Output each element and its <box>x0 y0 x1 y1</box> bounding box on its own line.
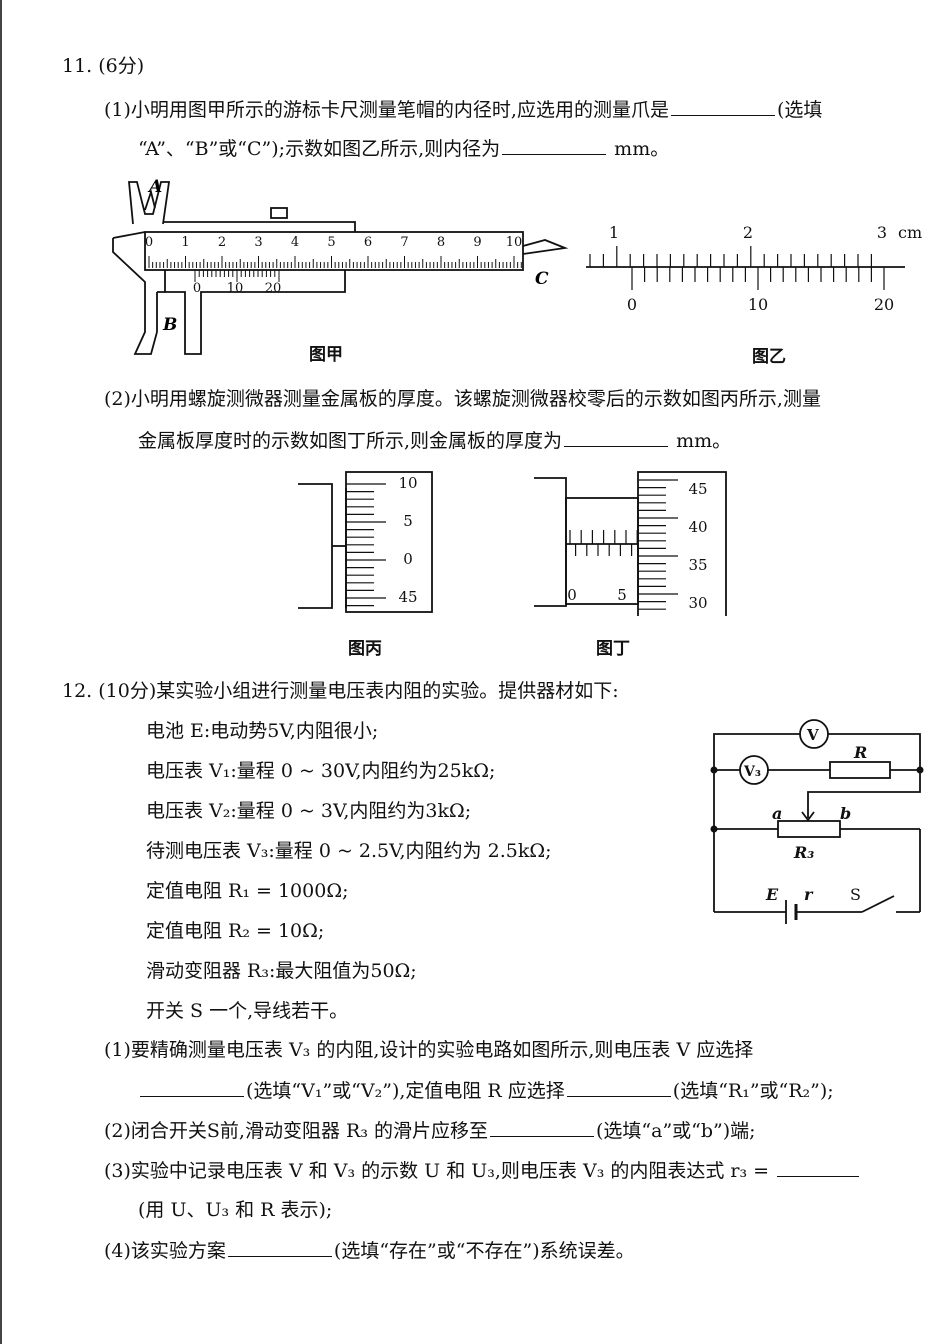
thimble-number: 40 <box>688 518 707 536</box>
answer-blank-voltmeter[interactable] <box>140 1078 244 1097</box>
q12-item-r3: 滑动变阻器 R₃:最大阻值为50Ω; <box>146 960 417 982</box>
circuit-diagram: V V₃ R a b R₃ E r S <box>710 719 924 924</box>
thimble-number: 5 <box>403 512 413 530</box>
voltmeter-v-label: V <box>806 726 819 744</box>
unit-cm-label: cm <box>898 223 922 242</box>
q11-part1-line1: (1)小明用图甲所示的游标卡尺测量笔帽的内径时,应选用的测量爪是(选填 <box>104 97 823 121</box>
q12-item-switch: 开关 S 一个,导线若干。 <box>146 1000 349 1022</box>
main-scale-number: 8 <box>437 235 445 250</box>
main-scale-number: 3 <box>254 235 262 250</box>
answer-blank-error[interactable] <box>227 1238 332 1257</box>
q12-item-v2: 电压表 V₂:量程 0 ~ 3V,内阻约为3kΩ; <box>146 800 472 822</box>
vernier-caliper-figure: 0 1 2 3 4 5 6 7 8 9 10 0 10 20 A B C <box>112 177 569 355</box>
q12-item-r2: 定值电阻 R₂ = 10Ω; <box>146 920 325 942</box>
main-scale-number: 6 <box>364 235 372 250</box>
micrometer-reading-figure: 45 40 35 30 0 5 <box>534 471 727 616</box>
answer-blank-resistor[interactable] <box>566 1078 671 1097</box>
terminal-a-label: a <box>772 804 782 823</box>
jaw-label-b: B <box>162 315 177 335</box>
thimble-number: 0 <box>403 550 413 568</box>
q12-item-r1: 定值电阻 R₁ = 1000Ω; <box>146 880 349 902</box>
vernier-scale-number: 10 <box>227 281 244 296</box>
q12-item-battery: 电池 E:电动势5V,内阻很小; <box>146 720 379 742</box>
q11-header: 11. (6分) <box>62 55 145 77</box>
battery-e-label: E <box>765 885 779 904</box>
answer-blank-expression[interactable] <box>777 1158 860 1177</box>
resistor-r-label: R <box>853 743 867 762</box>
vernier-scale-number: 0 <box>627 295 637 314</box>
thimble-number: 10 <box>398 474 417 492</box>
vernier-reading-figure: 1 2 3 0 10 20 cm <box>586 223 922 314</box>
vernier-scale-number: 20 <box>265 281 282 296</box>
vernier-scale-number: 10 <box>748 295 768 314</box>
terminal-b-label: b <box>840 804 851 823</box>
q12-header: 12. (10分)某实验小组进行测量电压表内阻的实验。提供器材如下: <box>62 680 619 702</box>
jaw-label-a: A <box>147 177 162 197</box>
switch-s-label: S <box>850 885 861 904</box>
q12-sub3-line2: (用 U、U₃ 和 R 表示); <box>138 1199 333 1221</box>
vernier-scale-number: 0 <box>193 281 201 296</box>
q12-sub1-line1: (1)要精确测量电压表 V₃ 的内阻,设计的实验电路如图所示,则电压表 V 应选… <box>104 1039 754 1061</box>
q12-sub1-line2: (选填“V₁”或“V₂”),定值电阻 R 应选择(选填“R₁”或“R₂”); <box>138 1078 834 1103</box>
answer-blank-slider[interactable] <box>489 1118 594 1137</box>
caption-fig-bing: 图丙 <box>348 639 382 659</box>
thimble-number: 45 <box>688 480 707 498</box>
q11-part2-line2: 金属板厚度时的示数如图丁所示,则金属板的厚度为 mm。 <box>138 428 732 452</box>
main-scale-number: 1 <box>609 223 619 242</box>
q12-item-v1: 电压表 V₁:量程 0 ~ 30V,内阻约为25kΩ; <box>146 760 496 782</box>
main-scale-number: 1 <box>181 235 189 250</box>
rheostat-r3-label: R₃ <box>793 843 814 862</box>
q11-part1-line2: “A”、“B”或“C”);示数如图乙所示,则内径为 mm。 <box>138 136 670 160</box>
q12-sub2: (2)闭合开关S前,滑动变阻器 R₃ 的滑片应移至(选填“a”或“b”)端; <box>104 1118 756 1142</box>
main-scale-number: 3 <box>877 223 887 242</box>
micrometer-zero-figure: 10 5 0 45 <box>298 471 433 613</box>
q12-sub4: (4)该实验方案(选填“存在”或“不存在”)系统误差。 <box>104 1238 635 1262</box>
main-scale-number: 10 <box>506 235 523 250</box>
main-scale-number: 5 <box>327 235 335 250</box>
q11-part2-line1: (2)小明用螺旋测微器测量金属板的厚度。该螺旋测微器校零后的示数如图丙所示,测量 <box>104 388 821 410</box>
internal-r-label: r <box>804 885 814 904</box>
voltmeter-v3-label: V₃ <box>743 764 761 780</box>
answer-blank-jaw[interactable] <box>670 97 775 116</box>
sleeve-number: 0 <box>567 586 577 604</box>
sleeve-number: 5 <box>617 586 627 604</box>
answer-blank-diameter[interactable] <box>502 136 607 155</box>
thimble-number: 30 <box>688 594 707 612</box>
main-scale-number: 2 <box>743 223 753 242</box>
main-scale-number: 0 <box>145 235 153 250</box>
q12-sub3-line1: (3)实验中记录电压表 V 和 V₃ 的示数 U 和 U₃,则电压表 V₃ 的内… <box>104 1158 861 1183</box>
caption-fig-ding: 图丁 <box>596 639 630 659</box>
main-scale-number: 2 <box>218 235 226 250</box>
q12-item-v3: 待测电压表 V₃:量程 0 ~ 2.5V,内阻约为 2.5kΩ; <box>146 840 552 862</box>
vernier-scale-number: 20 <box>874 295 894 314</box>
thimble-number: 45 <box>398 588 417 606</box>
main-scale-number: 4 <box>291 235 299 250</box>
caption-fig-yi: 图乙 <box>752 347 786 367</box>
answer-blank-thickness[interactable] <box>564 428 669 447</box>
main-scale-number: 9 <box>473 235 481 250</box>
thimble-number: 35 <box>688 556 707 574</box>
jaw-label-c: C <box>535 269 549 289</box>
left-margin-line <box>0 0 2 1344</box>
main-scale-number: 7 <box>400 235 408 250</box>
caption-fig-jia: 图甲 <box>309 345 343 365</box>
